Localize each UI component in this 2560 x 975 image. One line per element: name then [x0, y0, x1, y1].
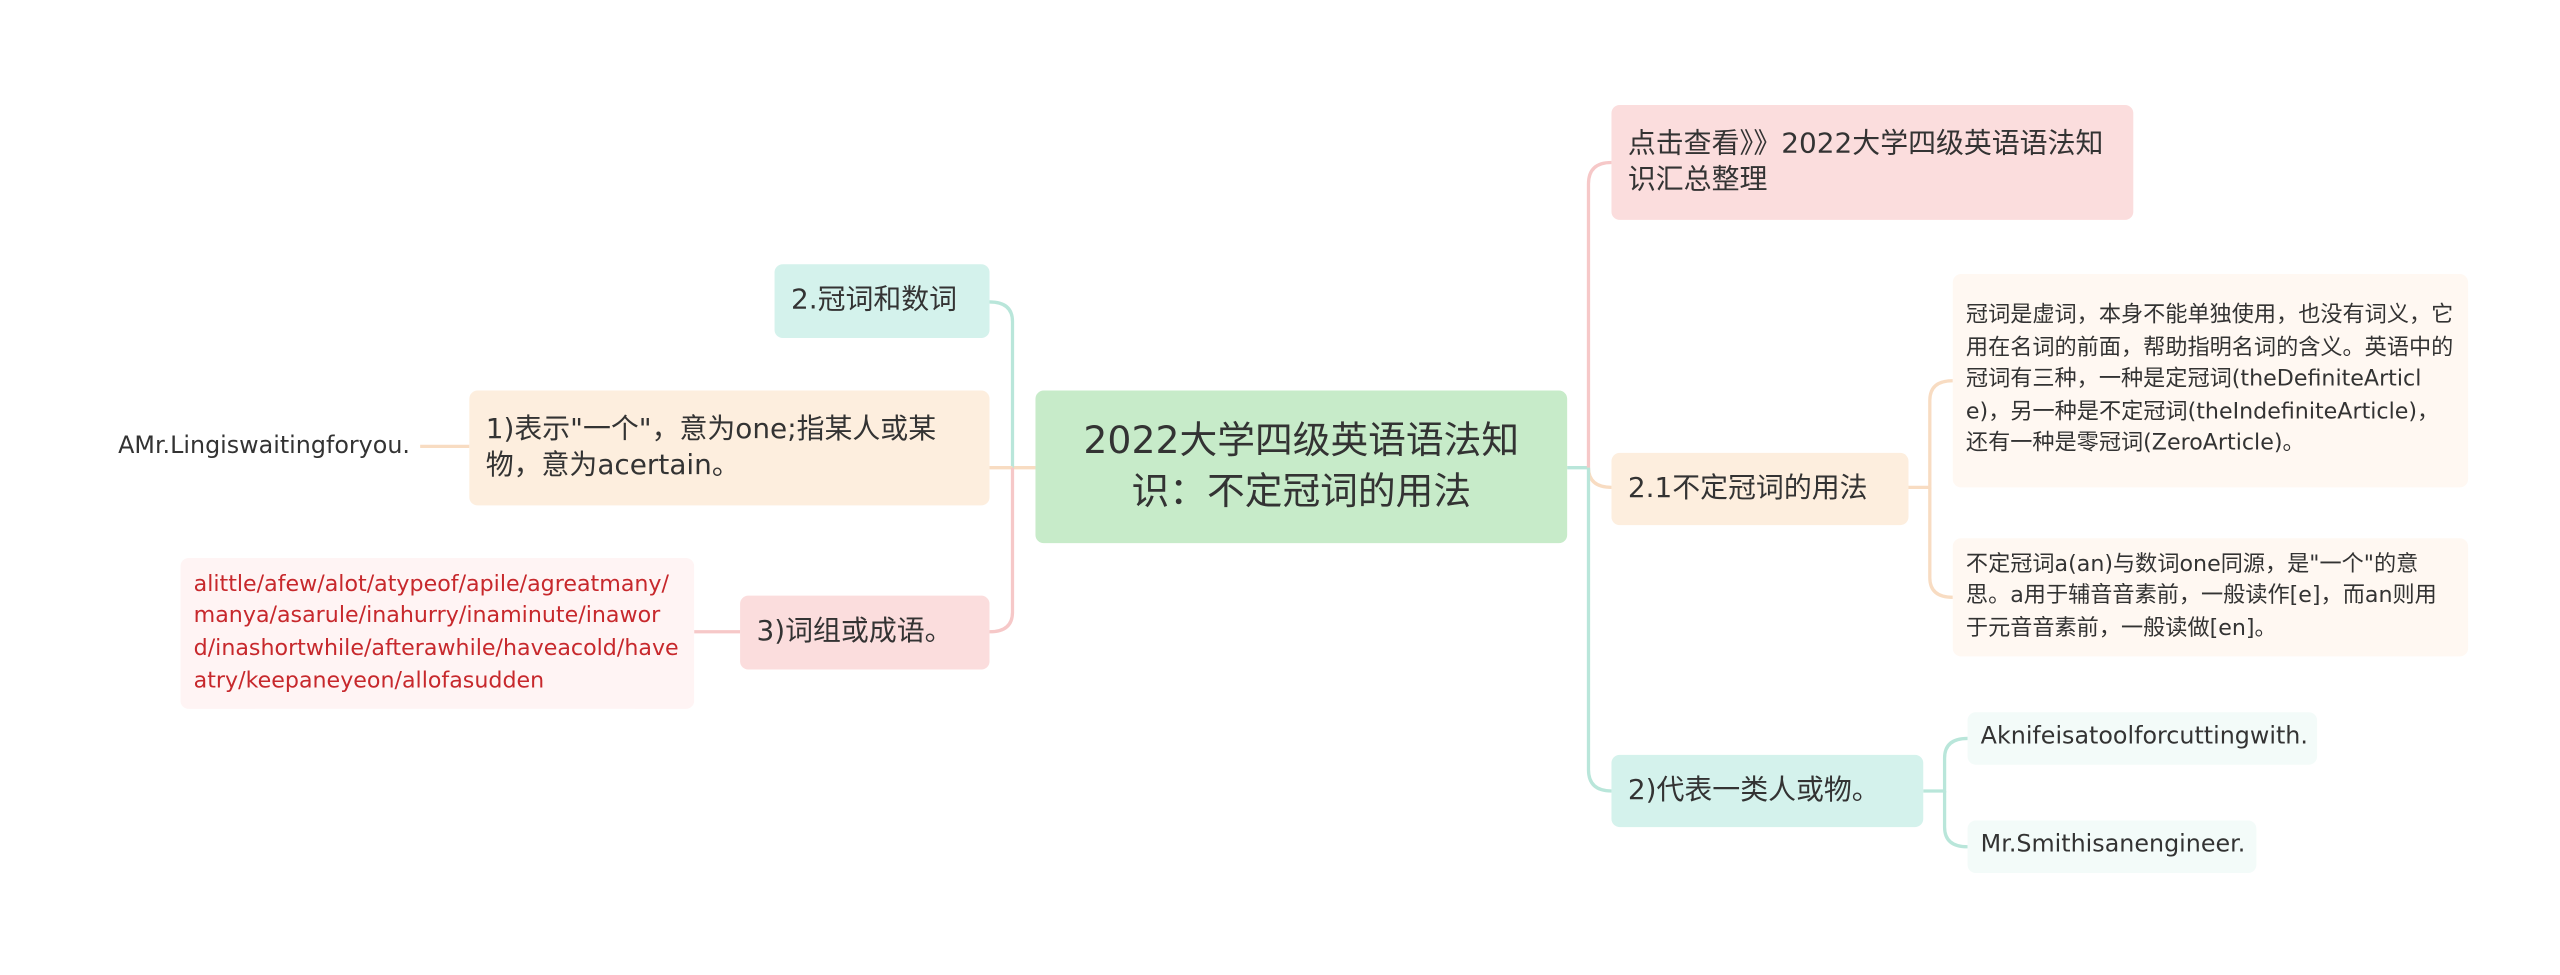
category-node-label: 2)代表一类人或物。: [1627, 774, 1880, 808]
connector-root-link-node: [1586, 160, 1612, 468]
root-topic[interactable]: 2022大学四级英语语法知识：不定冠词的用法: [1035, 390, 1568, 544]
usage-node-label: 2.1不定冠词的用法: [1627, 472, 1868, 506]
connector-root-category: [1586, 467, 1612, 793]
category-example-1-text: Aknifeisatoolforcuttingwith.: [1980, 724, 2308, 751]
one-meaning-example[interactable]: AMr.Lingiswaitingforyou.: [105, 421, 421, 475]
category-example-1[interactable]: Aknifeisatoolforcuttingwith.: [1967, 712, 2318, 765]
link-node[interactable]: 点击查看》》2022大学四级英语语法知识汇总整理: [1611, 105, 2134, 220]
phrases-node[interactable]: 3)词组或成语。: [740, 595, 990, 670]
connector-usage-desc2: [1928, 487, 1953, 599]
article-numeral-label: 2.冠词和数词: [790, 284, 958, 318]
phrases-label: 3)词组或成语。: [756, 615, 953, 649]
link-node-label: 点击查看》》2022大学四级英语语法知识汇总整理: [1627, 127, 2104, 197]
connector-usage-desc1: [1908, 379, 1953, 490]
category-node[interactable]: 2)代表一类人或物。: [1611, 754, 1924, 828]
usage-description-1[interactable]: 冠词是虚词，本身不能单独使用，也没有词义，它用在名词的前面，帮助指明名词的含义。…: [1952, 274, 2469, 488]
usage-description-2[interactable]: 不定冠词a(an)与数词one同源，是"一个"的意思。a用于辅音音素前，一般读作…: [1952, 538, 2469, 657]
usage-description-2-text: 不定冠词a(an)与数词one同源，是"一个"的意思。a用于辅音音素前，一般读作…: [1965, 550, 2437, 642]
category-example-2-text: Mr.Smithisanengineer.: [1980, 832, 2246, 859]
connector-root-article-numeral: [989, 300, 1015, 468]
phrases-list-text: alittle/afew/alot/atypeof/apile/agreatma…: [193, 570, 679, 694]
connector-root-usage: [1586, 467, 1612, 490]
root-topic-label: 2022大学四级英语语法知识：不定冠词的用法: [1083, 420, 1520, 513]
connector-category-example1: [1923, 736, 1968, 793]
phrases-list[interactable]: alittle/afew/alot/atypeof/apile/agreatma…: [180, 557, 695, 709]
one-meaning-node[interactable]: 1)表示"一个"，意为one;指某人或某物，意为acertain。: [469, 390, 990, 506]
usage-node[interactable]: 2.1不定冠词的用法: [1611, 452, 1909, 526]
article-numeral-node[interactable]: 2.冠词和数词: [774, 264, 990, 339]
connector-root-phrases: [989, 467, 1015, 634]
usage-description-1-text: 冠词是虚词，本身不能单独使用，也没有词义，它用在名词的前面，帮助指明名词的含义。…: [1965, 302, 2454, 457]
category-example-2[interactable]: Mr.Smithisanengineer.: [1967, 820, 2257, 874]
one-meaning-example-text: AMr.Lingiswaitingforyou.: [118, 433, 410, 461]
one-meaning-label: 1)表示"一个"，意为one;指某人或某物，意为acertain。: [485, 412, 937, 483]
connector-category-example2: [1942, 790, 1968, 849]
